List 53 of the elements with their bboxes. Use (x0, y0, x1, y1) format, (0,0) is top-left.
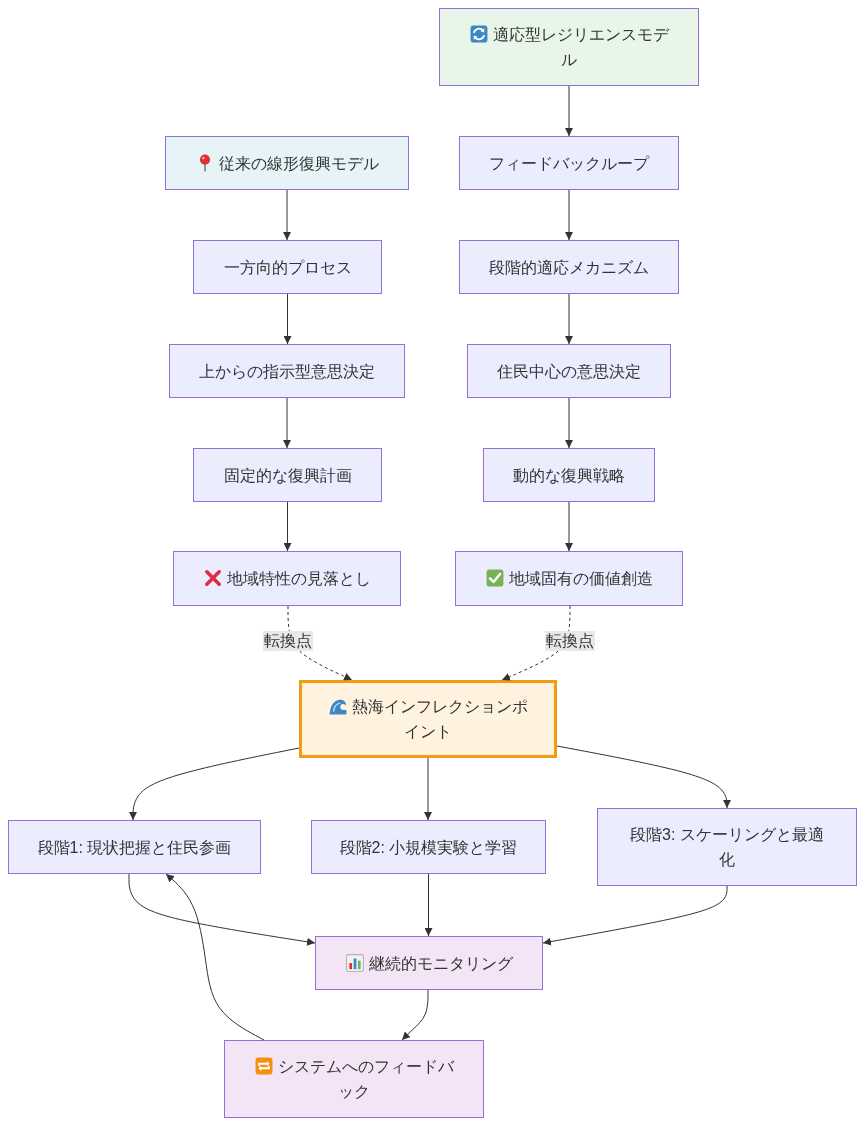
process-box (165, 136, 409, 190)
process-box (311, 820, 546, 874)
arrow (165, 873, 265, 1041)
process-box (193, 448, 382, 502)
step-label: 段階2: 小規模実験と学習 (339, 838, 518, 856)
arrow (424, 757, 432, 821)
process-box (315, 936, 543, 990)
arrow (565, 85, 573, 137)
step-label: 従来の線形復興モデル (218, 154, 379, 172)
arrow (565, 397, 573, 449)
process-box (173, 551, 401, 606)
step-label: 適応型レジリエンスモデル (492, 26, 669, 68)
arrow (556, 745, 731, 809)
step-label: 動的な復興戦略 (513, 466, 625, 484)
process-box (299, 680, 557, 758)
step-label: 固定的な復興計画 (223, 466, 352, 484)
process-box (459, 240, 679, 294)
arrow (283, 397, 291, 449)
step-label: 上からの指示型意思決定 (199, 362, 375, 380)
step-label: 地域固有の価値創造 (508, 570, 653, 587)
arrow (283, 189, 291, 241)
process-box (455, 551, 683, 606)
arrow (565, 293, 573, 345)
process-box (597, 808, 857, 886)
process-box (467, 344, 671, 398)
step-label: フィードバックループ (489, 154, 649, 172)
step-label: 継続的モニタリング (368, 954, 513, 972)
process-box (483, 448, 655, 502)
arrow (283, 501, 292, 552)
process-box (8, 820, 261, 874)
step-label: 一方向的プロセス (223, 258, 352, 276)
arrow (501, 605, 571, 681)
arrow (129, 747, 300, 821)
arrow (565, 501, 573, 552)
arrow (565, 189, 573, 241)
step-label: 住民中心の意思決定 (497, 362, 641, 380)
process-box (193, 240, 382, 294)
arrow (283, 293, 292, 345)
arrow (542, 885, 728, 946)
arrow (128, 873, 316, 946)
step-label: 熱海インフレクションポイント (351, 698, 528, 740)
step-label: 段階的適応メカニズム (489, 258, 649, 276)
process-box (459, 136, 679, 190)
step-label: 段階3: スケーリングと最適化 (630, 826, 824, 868)
step-label: 地域特性の見落とし (226, 570, 371, 587)
arrow (424, 873, 433, 937)
process-box (169, 344, 405, 398)
process-box (224, 1040, 484, 1118)
step-label: システムへのフィードバック (277, 1058, 454, 1100)
step-label: 段階1: 現状把握と住民参画 (37, 838, 232, 856)
edge-label: 転換点 (545, 631, 595, 651)
process-box (439, 8, 699, 86)
arrow (401, 989, 429, 1041)
